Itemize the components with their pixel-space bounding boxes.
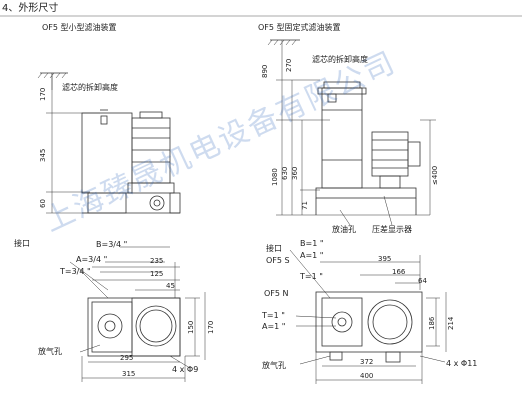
small-port-A: A=3/4 " bbox=[76, 255, 108, 264]
fixed-variant-N: OF5 N bbox=[264, 289, 289, 298]
dim-630: 630 bbox=[281, 166, 289, 180]
dim-360: 360 bbox=[291, 166, 299, 180]
small-vent-label: 放气孔 bbox=[38, 347, 62, 356]
dim-890: 890 bbox=[261, 64, 269, 78]
dim-315: 315 bbox=[122, 370, 136, 378]
dim-400-height: ≤400 bbox=[431, 165, 439, 185]
small-device-title: OF5 型小型滤油装置 bbox=[42, 23, 117, 32]
small-device-top-view bbox=[69, 246, 206, 382]
fixed-port-T: T=1 " bbox=[300, 272, 323, 281]
fixed-port-T2: T=1 " bbox=[262, 311, 285, 320]
dim-125: 125 bbox=[150, 270, 164, 278]
dim-186: 186 bbox=[428, 316, 436, 330]
dim-395: 395 bbox=[378, 255, 392, 263]
fixed-bolts: 4 x Φ11 bbox=[446, 359, 478, 368]
dim-60-small: 60 bbox=[39, 199, 47, 208]
small-port-label: 接口 bbox=[14, 239, 30, 248]
dim-1080: 1080 bbox=[271, 168, 279, 186]
fixed-filter-height-label: 滤芯的拆卸高度 bbox=[312, 55, 368, 64]
small-port-B: B=3/4 " bbox=[96, 240, 128, 249]
dim-400-width: 400 bbox=[360, 372, 374, 380]
fixed-port-B: B=1 " bbox=[300, 239, 324, 248]
section-heading: 4、外形尺寸 bbox=[2, 3, 59, 14]
fixed-port-label: 接口 bbox=[266, 244, 282, 253]
dim-170-top: 170 bbox=[207, 320, 215, 334]
dim-166: 166 bbox=[392, 268, 406, 276]
small-device-side-view bbox=[37, 72, 181, 214]
fixed-indicator-label: 压差显示器 bbox=[372, 225, 412, 234]
dim-372: 372 bbox=[360, 358, 374, 366]
dim-235: 235 bbox=[150, 257, 164, 265]
small-filter-height-label: 滤芯的拆卸高度 bbox=[62, 83, 118, 92]
fixed-port-A: A=1 " bbox=[300, 251, 324, 260]
dim-214: 214 bbox=[447, 316, 455, 330]
dim-64: 64 bbox=[418, 277, 427, 285]
fixed-device-side-view bbox=[267, 39, 436, 226]
fixed-port-A2: A=1 " bbox=[262, 322, 286, 331]
fixed-variant-S: OF5 S bbox=[266, 256, 290, 265]
dim-170-small: 170 bbox=[39, 87, 47, 101]
small-port-T: T=3/4 " bbox=[60, 267, 91, 276]
fixed-device-top-view bbox=[289, 249, 447, 384]
small-bolts: 4 x Φ9 bbox=[172, 365, 199, 374]
fixed-vent-label: 放气孔 bbox=[262, 361, 286, 370]
fixed-drain-label: 放油孔 bbox=[332, 225, 356, 234]
dim-345-small: 345 bbox=[39, 148, 47, 162]
fixed-device-title: OF5 型固定式滤油装置 bbox=[258, 23, 341, 32]
dim-45: 45 bbox=[166, 282, 175, 290]
dim-71: 71 bbox=[301, 201, 309, 210]
dim-150: 150 bbox=[187, 320, 195, 334]
dim-270: 270 bbox=[285, 58, 293, 72]
dim-295: 295 bbox=[120, 354, 134, 362]
